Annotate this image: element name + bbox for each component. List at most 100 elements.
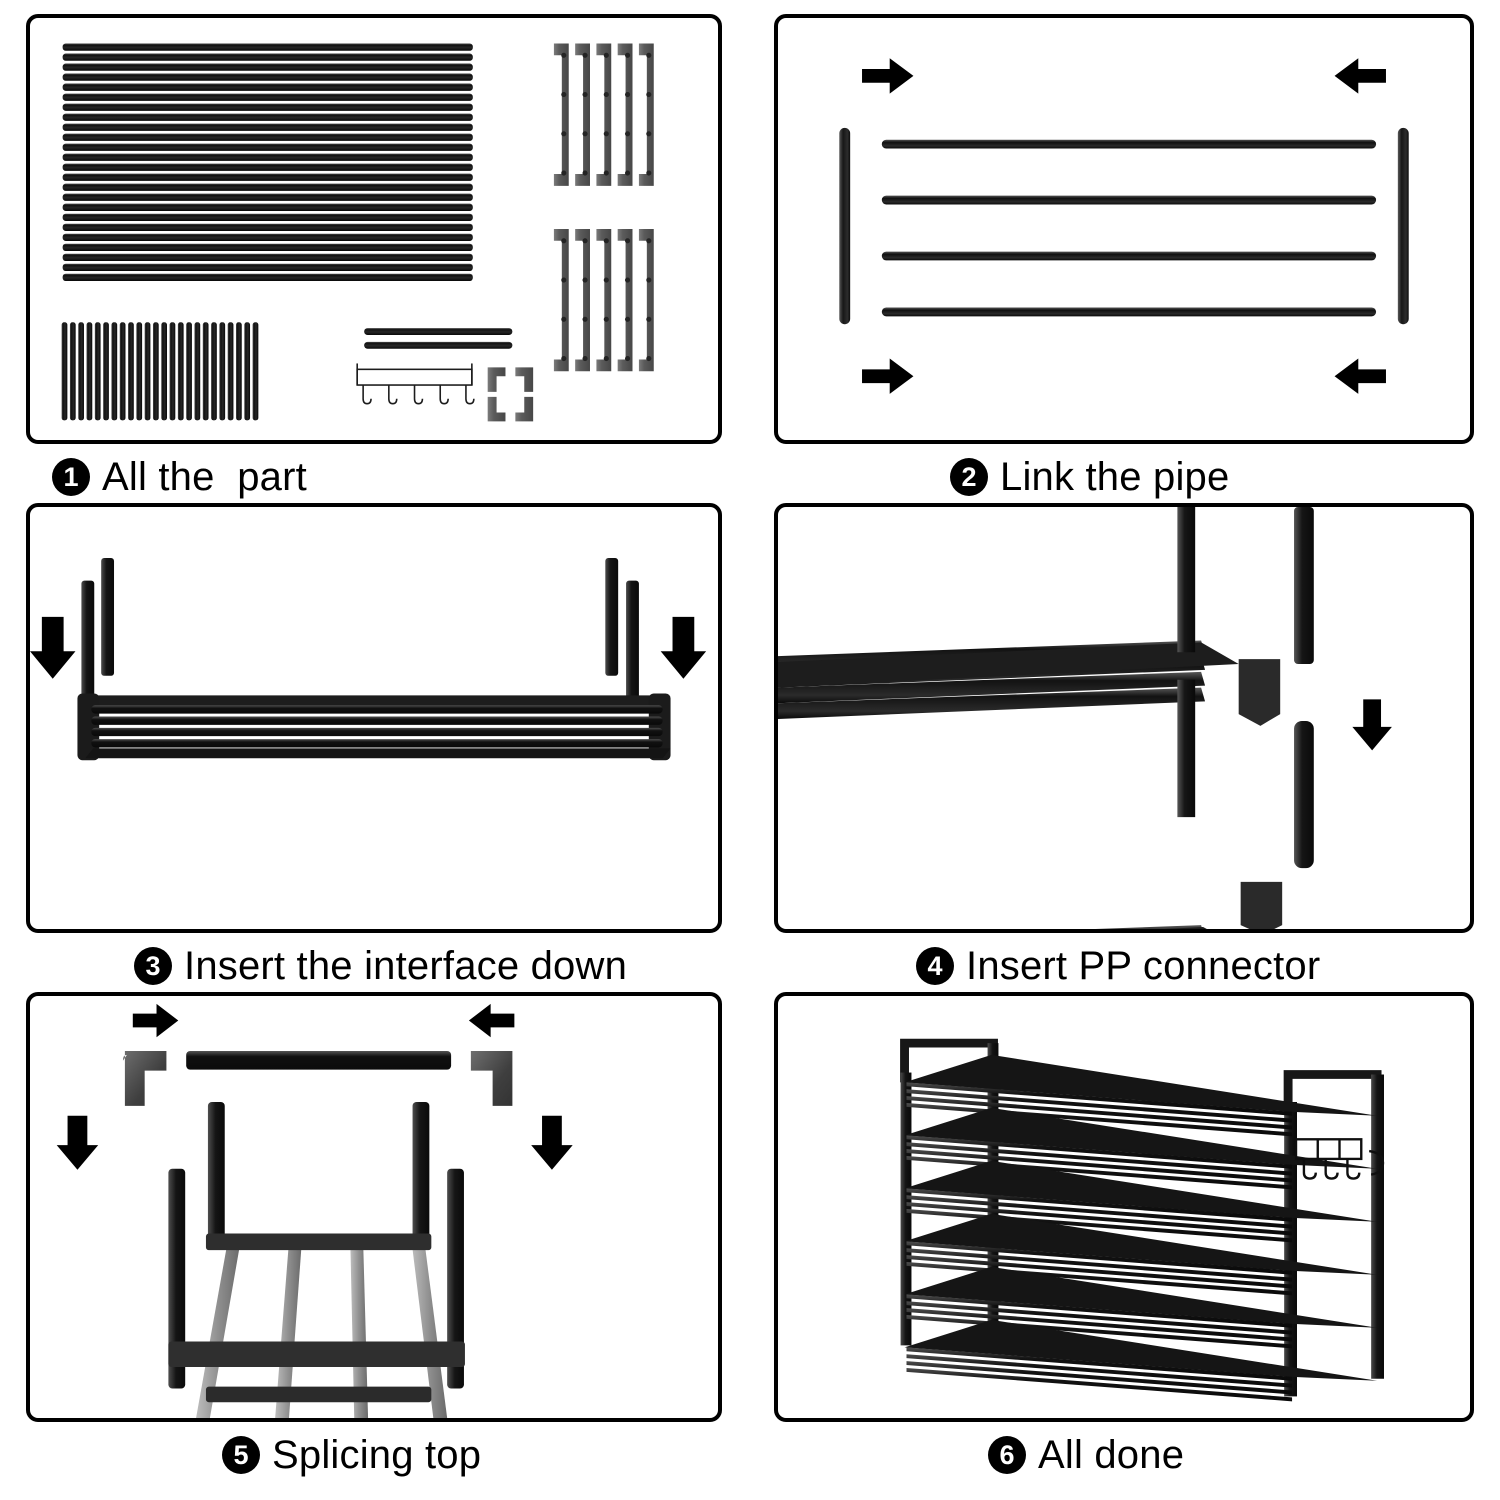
short-rod (94, 322, 101, 421)
shoe-slat (350, 1241, 369, 1418)
pp-side-connector (575, 229, 590, 372)
pp-socket (582, 355, 588, 362)
panel-link-the-pipe (774, 14, 1474, 444)
long-rod-stack (62, 43, 473, 282)
step-6-cell: 6 All done (774, 992, 1474, 1488)
finished-shoe-rack-illustration (900, 1038, 1385, 1402)
leg-right-back (605, 558, 619, 676)
long-rod (62, 103, 473, 111)
shelf-slat (906, 1361, 1293, 1395)
pp-socket (582, 238, 588, 244)
pp-socket (603, 91, 609, 98)
step-4-caption: 4 Insert PP connector (774, 933, 1474, 999)
long-rod (62, 123, 473, 131)
shelf-surface (904, 1054, 1378, 1116)
long-rod (62, 223, 473, 231)
post-front-upper (1294, 507, 1314, 665)
shelf-rod (91, 739, 663, 748)
pp-socket (561, 131, 567, 137)
short-rod (252, 322, 259, 421)
pp-socket (646, 52, 652, 58)
pp-socket (561, 91, 567, 98)
parts-layout-illustration (61, 43, 654, 422)
hook-rail-part (356, 363, 475, 405)
bottom-shelf-assembly (77, 693, 671, 761)
pp-socket (624, 277, 631, 283)
long-rod (62, 273, 473, 282)
loose-leg (1294, 720, 1314, 869)
step-4-cell: 4 Insert PP connector (774, 503, 1474, 999)
short-rod (236, 322, 242, 421)
hook-rail (1294, 1138, 1385, 1180)
link-pipes-illustration (839, 58, 1409, 394)
pp-socket (624, 316, 631, 322)
step-label: All the part (102, 454, 307, 499)
pp-socket (646, 316, 652, 322)
pp-side-connector (553, 229, 569, 372)
step-label: Insert the interface down (184, 943, 628, 988)
step-number-badge: 2 (950, 458, 988, 496)
shelf-slat (906, 1248, 1293, 1282)
step-1-caption: 1 All the part (26, 444, 722, 510)
pp-connector-body (575, 43, 590, 186)
side-rail-right (1397, 127, 1409, 325)
step-label: All done (1038, 1432, 1185, 1477)
arrow-left-top (468, 1003, 515, 1038)
pp-socket (603, 355, 609, 362)
long-rod (62, 173, 473, 181)
pp-side-connector (596, 43, 612, 186)
shelf-slat (906, 1188, 1293, 1222)
pp-socket (646, 91, 652, 98)
shelf-slat (906, 1142, 1293, 1176)
pp-socket (603, 131, 609, 137)
pp-socket (646, 238, 652, 244)
shelf-slat (906, 1294, 1293, 1328)
long-rod (62, 253, 473, 261)
pp-socket (603, 238, 609, 244)
short-rod (69, 322, 76, 421)
shelf-slat (906, 1354, 1293, 1388)
shelf-tier (904, 1319, 1378, 1402)
shelf-slat (906, 1149, 1293, 1183)
step-number-badge: 6 (988, 1436, 1026, 1474)
shoe-rack (900, 1038, 1385, 1402)
short-rod (177, 322, 184, 421)
shelf-slat (906, 1347, 1293, 1381)
short-rod (202, 322, 209, 421)
long-rod (62, 133, 473, 141)
short-rod (128, 322, 134, 421)
pp-socket (561, 170, 567, 176)
pp-side-connector-group-bottom (553, 229, 654, 372)
pp-socket (646, 277, 652, 283)
pp-side-connector (553, 43, 569, 186)
shelf-tube (778, 687, 1206, 719)
shelf-tier (904, 1266, 1378, 1349)
step-label: Insert PP connector (966, 943, 1321, 988)
arrow-left-bottom (1334, 358, 1386, 394)
long-rod (62, 233, 473, 241)
short-rod (244, 322, 251, 421)
step-number-badge: 4 (916, 947, 954, 985)
pp-connector-body (617, 43, 633, 186)
hook (413, 385, 424, 405)
shoe-slat (411, 1241, 448, 1418)
hook (388, 385, 398, 405)
short-rod-stack (61, 322, 259, 421)
short-rod (227, 322, 234, 421)
pp-socket (561, 355, 567, 362)
pp-socket (582, 316, 588, 322)
shelf-surface (904, 1107, 1378, 1169)
pp-socket (603, 52, 609, 58)
pp-socket (582, 277, 588, 283)
shelf-rod (91, 705, 663, 714)
shelf-slat (906, 1135, 1293, 1169)
pp-connector-body (638, 43, 654, 186)
shelf-slat (906, 1082, 1293, 1116)
shelf-tier (904, 1107, 1378, 1190)
pp-side-connector (575, 43, 590, 186)
medium-rod-pair (364, 328, 513, 349)
pp-socket (582, 91, 588, 98)
short-rod (144, 322, 151, 421)
step-label: Splicing top (272, 1432, 482, 1477)
pp-connector-body (596, 43, 612, 186)
